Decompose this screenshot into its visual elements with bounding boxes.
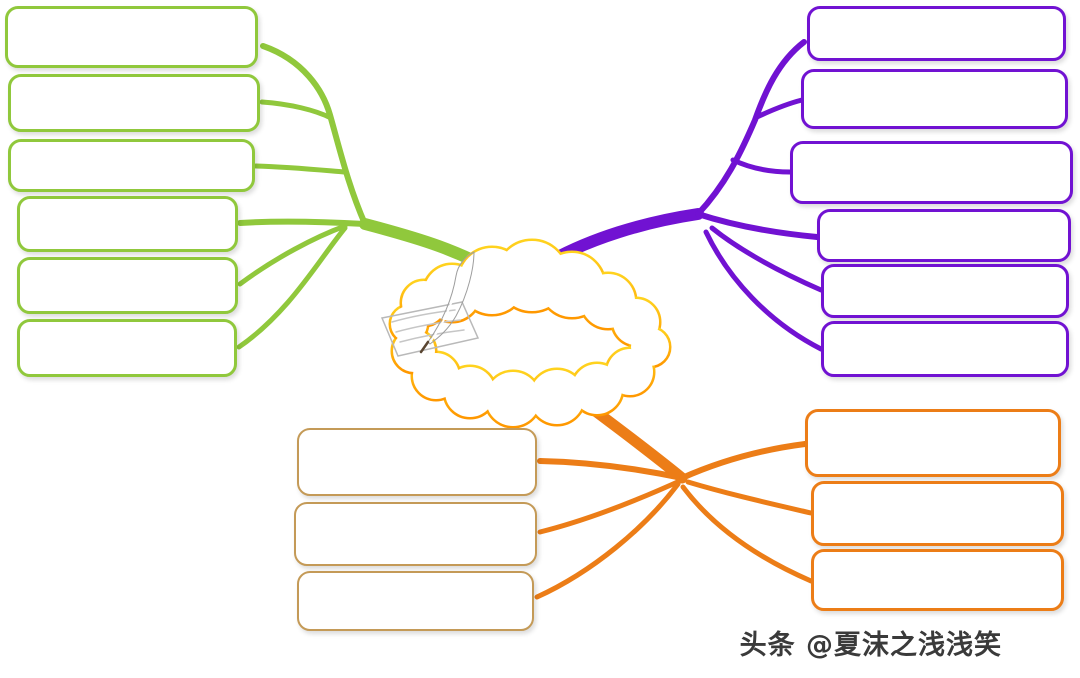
- bottom-book-spine: [378, 368, 391, 393]
- right-branch-node-1[interactable]: [807, 6, 1066, 61]
- central-cloud: [388, 238, 672, 429]
- left-branch-node-5[interactable]: [17, 257, 238, 314]
- bottom-right-branch-node-3[interactable]: [811, 549, 1064, 611]
- curve-to-right-node-1: [695, 39, 807, 217]
- bottom-left-branch-node-2[interactable]: [294, 502, 537, 566]
- left-branch-node-1[interactable]: [5, 6, 258, 68]
- curve-to-right-node-2: [754, 97, 805, 120]
- left-branch-node-2[interactable]: [8, 74, 260, 132]
- curve-to-bottom-left-node-2: [537, 477, 685, 535]
- curve-to-bottom-left-node-1: [537, 458, 685, 481]
- curve-to-left-node-4: [237, 218, 368, 227]
- right-branch-node-5[interactable]: [821, 264, 1069, 318]
- curve-to-bottom-right-node-3: [680, 484, 814, 584]
- right-branch-curves: [539, 39, 824, 352]
- bottom-right-branch-node-2[interactable]: [811, 481, 1064, 546]
- bottom-left-branch-node-3[interactable]: [297, 571, 534, 631]
- paper-sheet: [380, 301, 480, 357]
- quill-shaft-highlight: [429, 277, 459, 343]
- watermark-text: 头条 @夏沫之浅浅笑: [739, 630, 1002, 661]
- bottom-left-branch-node-1[interactable]: [297, 428, 537, 496]
- curve-to-bottom-left-node-3: [534, 481, 681, 600]
- curve-to-left-node-3: [253, 163, 347, 175]
- left-branch-node-4[interactable]: [17, 196, 238, 252]
- curve-to-right-node-5: [709, 225, 824, 293]
- quill-feather: [427, 251, 475, 345]
- cloud-body: [391, 241, 669, 426]
- paper-line-3: [399, 329, 465, 343]
- right-branch-node-3[interactable]: [790, 141, 1073, 204]
- left-branch-node-6[interactable]: [17, 319, 237, 377]
- curve-to-right-node-3: [730, 157, 793, 175]
- curve-to-left-node-5: [237, 223, 348, 287]
- left-branch-node-3[interactable]: [8, 139, 255, 192]
- bottom-right-branch-node-1[interactable]: [805, 409, 1061, 477]
- curve-to-left-node-2: [259, 99, 334, 121]
- curve-to-left-node-6: [236, 225, 348, 350]
- right-branch-node-4[interactable]: [817, 209, 1071, 262]
- quill-nib: [419, 340, 430, 354]
- curve-to-bottom-right-node-1: [679, 441, 808, 481]
- curve-to-right-node-6: [703, 229, 824, 352]
- quill-paper-books-illustration: [378, 251, 480, 393]
- curve-to-bottom-right-node-2: [685, 479, 814, 516]
- right-branch-node-6[interactable]: [821, 321, 1069, 377]
- curve-to-left-node-1: [260, 43, 368, 227]
- right-branch-node-2[interactable]: [801, 69, 1068, 129]
- curve-to-right-node-4: [695, 211, 820, 240]
